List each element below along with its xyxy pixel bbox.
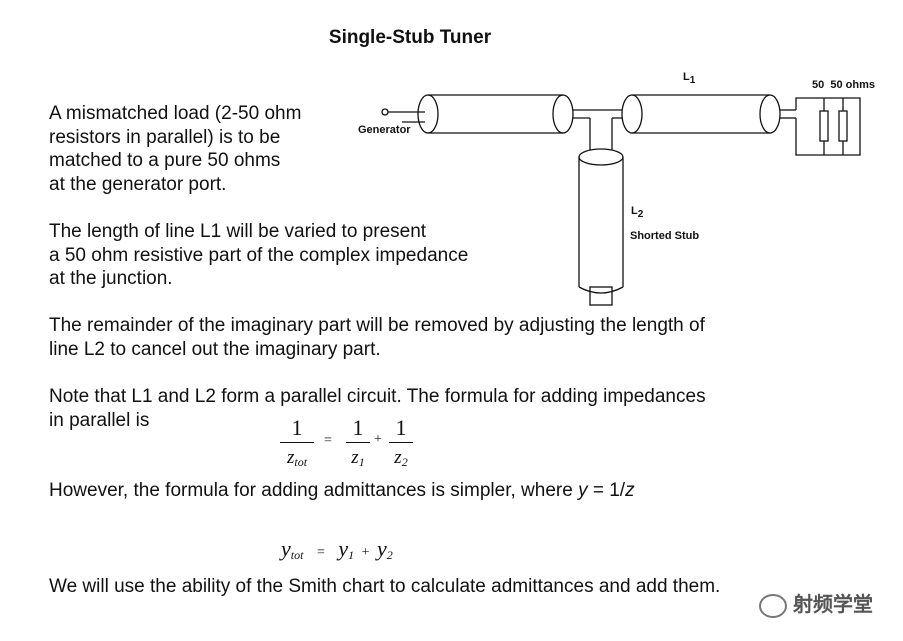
l1-label: L1 — [683, 71, 696, 87]
load-resistor-1 — [819, 110, 829, 142]
watermark: 射频学堂 — [759, 588, 873, 618]
eq2: ytot = y1 + y2 — [281, 536, 393, 562]
eq1-plus: + — [374, 432, 382, 447]
paragraph-l2: The remainder of the imaginary part will… — [49, 315, 705, 360]
generator-label: Generator — [358, 124, 411, 136]
line-l2-stub — [578, 157, 624, 287]
loads-label: 50 50 ohms — [812, 79, 875, 91]
paragraph-l1: The length of line L1 will be varied to … — [49, 221, 469, 289]
eq1-frac-tot: 1 ztot — [280, 417, 314, 470]
paragraph-smith-chart: We will use the ability of the Smith cha… — [49, 576, 721, 597]
stub-short — [589, 286, 613, 306]
eq1-frac-1: 1 z1 — [346, 417, 370, 470]
main-line-left — [428, 94, 563, 134]
line-l1 — [632, 94, 770, 134]
load-resistor-2 — [838, 110, 848, 142]
stub-label: Shorted Stub — [630, 230, 700, 242]
page-title: Single-Stub Tuner — [328, 27, 492, 48]
eq1-equals: = — [324, 433, 332, 448]
stub-tuner-diagram — [381, 94, 861, 306]
wechat-icon — [759, 593, 787, 618]
paragraph-parallel: Note that L1 and L2 form a parallel circ… — [49, 386, 706, 431]
paragraph-load: A mismatched load (2-50 ohm resistors in… — [49, 103, 302, 195]
l2-label: L2 — [631, 205, 644, 221]
eq1-frac-2: 1 z2 — [389, 417, 413, 470]
generator-terminal — [381, 108, 389, 116]
paragraph-admittance: However, the formula for adding admittan… — [49, 480, 635, 501]
